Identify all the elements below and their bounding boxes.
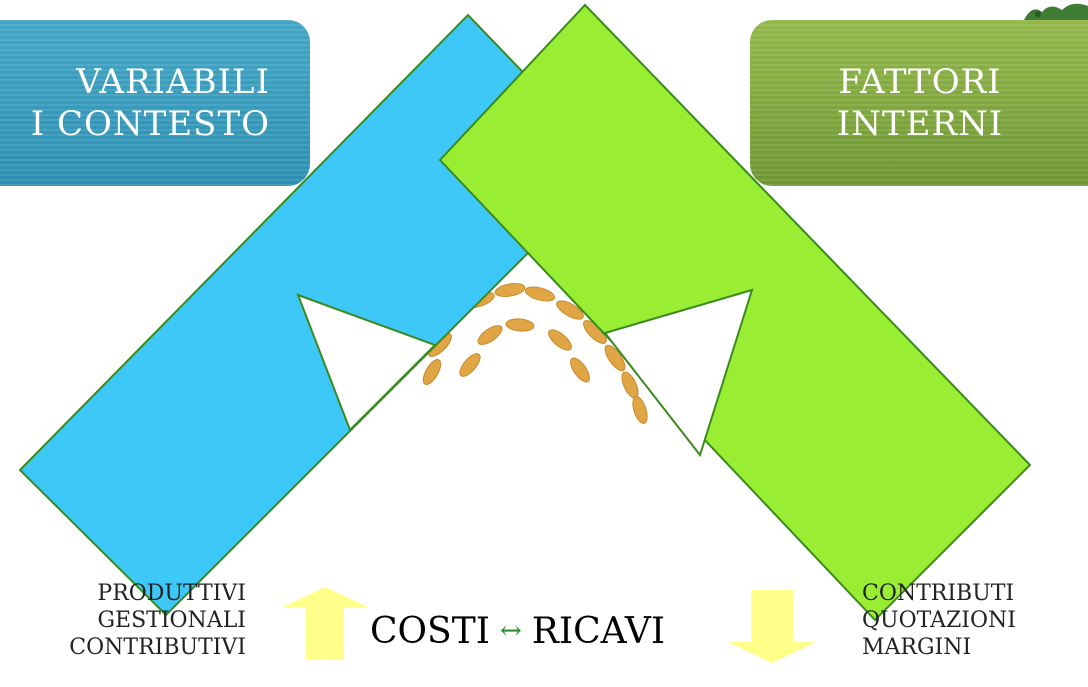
list-item: CONTRIBUTIVI (69, 635, 246, 660)
arrow-down-icon (728, 590, 816, 663)
list-item: CONTRIBUTI (862, 581, 1015, 606)
arrow-up-icon (283, 587, 368, 660)
box-right-line-2: INTERNI (836, 104, 1004, 144)
list-item: MARGINI (862, 635, 972, 660)
box-left-line-1: VARIABILI (76, 62, 270, 102)
list-item: QUOTAZIONI (862, 608, 1016, 633)
list-item: PRODUTTIVI (97, 581, 246, 606)
list-item: GESTIONALI (97, 608, 246, 633)
right-notch (603, 288, 754, 458)
box-left-line-2: I CONTESTO (30, 104, 270, 144)
ricavi-label: RICAVI (531, 610, 666, 652)
swap-arrow-icon: ↔ (499, 616, 522, 646)
variabili-contesto-box: VARIABILI I CONTESTO (0, 20, 310, 186)
fattori-interni-box: FATTORI INTERNI (750, 20, 1088, 186)
box-right-line-1: FATTORI (838, 62, 1002, 102)
left-notch (296, 293, 437, 432)
costi-label: COSTI (370, 610, 490, 652)
corner-logo-icon (1018, 0, 1088, 20)
left-list: PRODUTTIVI GESTIONALI CONTRIBUTIVI (69, 580, 246, 661)
right-list: CONTRIBUTI QUOTAZIONI MARGINI (862, 580, 1016, 661)
costi-ricavi-label: COSTI ↔ RICAVI (370, 606, 665, 656)
